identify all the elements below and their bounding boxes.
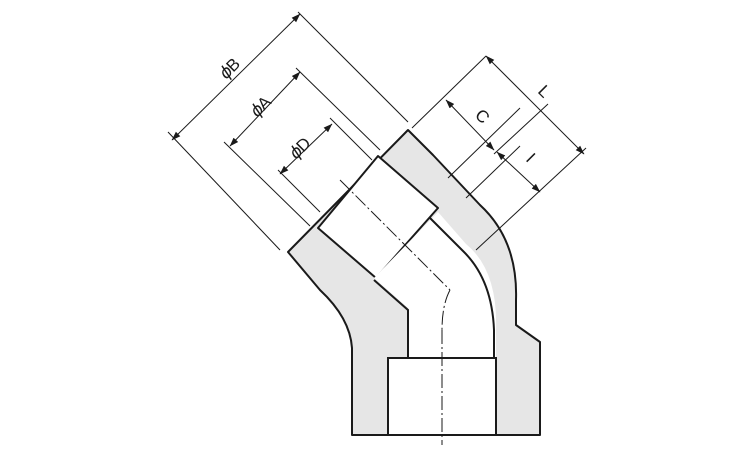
center-line-upper	[339, 179, 451, 291]
dim-label-i: I	[522, 149, 539, 166]
passage-wall-left	[373, 279, 409, 358]
dim-line-l	[485, 55, 585, 155]
label-phi-b: ϕ B	[215, 54, 244, 83]
label-phi-a: ϕ A	[246, 92, 275, 122]
dim-line-i	[496, 151, 541, 193]
extension-lines-left	[167, 11, 409, 251]
center-line-bend	[441, 289, 451, 331]
label-phi-d: ϕ D	[285, 134, 314, 164]
internal-passage	[374, 212, 497, 358]
label-l: L	[534, 81, 554, 101]
dim-line-a	[229, 71, 301, 147]
dim-line-d	[279, 123, 333, 175]
label-i: I	[522, 149, 539, 166]
label-c: C	[471, 105, 493, 127]
dim-label-l: L	[534, 81, 554, 101]
dim-label-c: C	[471, 105, 493, 127]
passage-wall-right	[429, 217, 495, 358]
